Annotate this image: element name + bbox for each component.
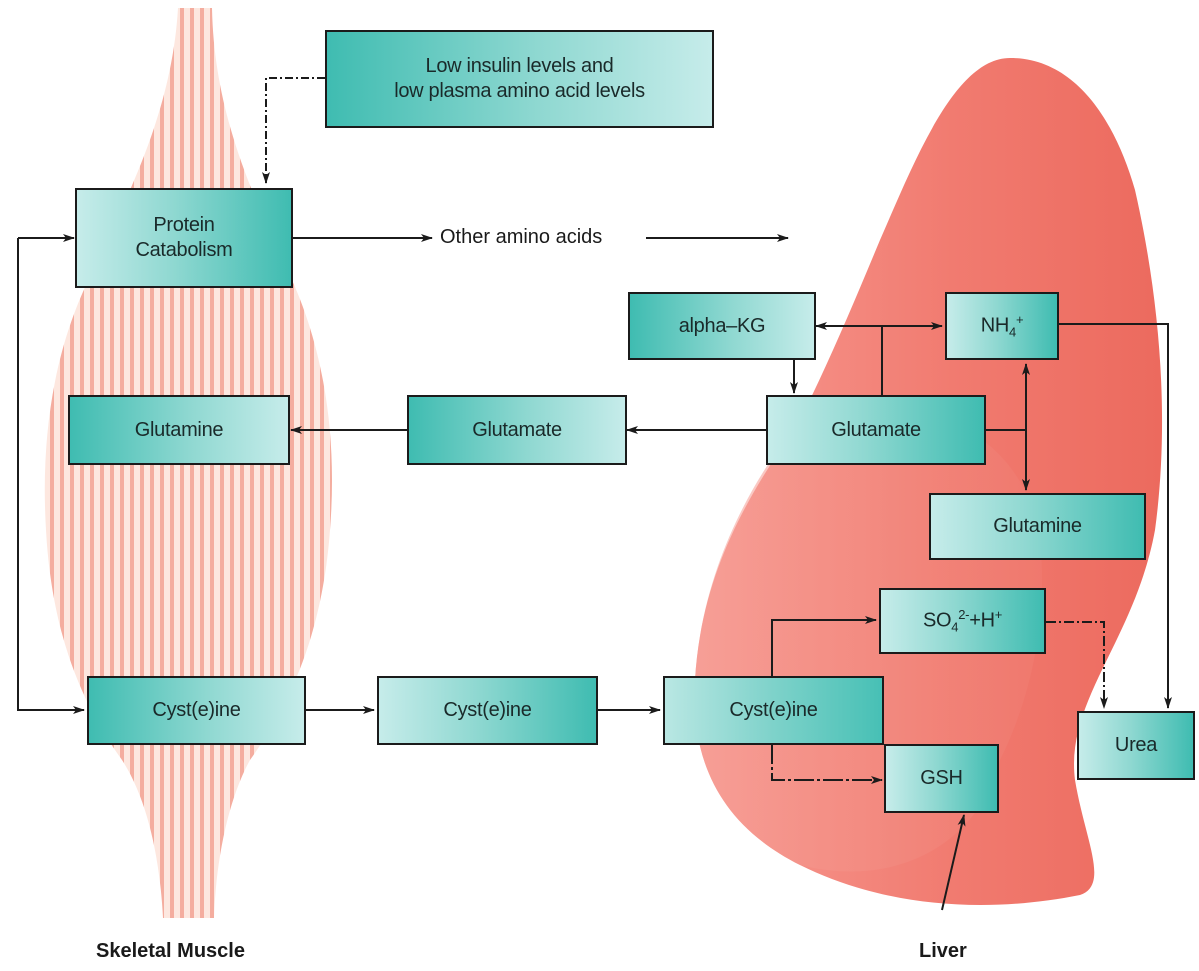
alpha-kg-box: alpha–KG bbox=[628, 292, 816, 360]
protein-catabolism-line1: Protein bbox=[135, 213, 232, 238]
gsh-box: GSH bbox=[884, 744, 999, 813]
sulfate-sup2: + bbox=[995, 607, 1002, 622]
other-amino-acids-label: Other amino acids bbox=[436, 226, 606, 249]
liver-glutamate-label: Glutamate bbox=[831, 418, 921, 443]
liver-glutamine-box: Glutamine bbox=[929, 493, 1146, 560]
signal-box: Low insulin levels and low plasma amino … bbox=[325, 30, 714, 128]
muscle-cysteine-box: Cyst(e)ine bbox=[87, 676, 306, 745]
muscle-glutamine-label: Glutamine bbox=[135, 418, 223, 443]
sulfate-box: SO42-+H+ bbox=[879, 588, 1046, 654]
sulfate-base: SO bbox=[923, 609, 951, 631]
signal-line1: Low insulin levels and bbox=[394, 54, 645, 79]
nh4-box: NH4+ bbox=[945, 292, 1059, 360]
blood-glutamate-box: Glutamate bbox=[407, 395, 627, 465]
liver-cysteine-label: Cyst(e)ine bbox=[729, 698, 817, 723]
protein-catabolism-line2: Catabolism bbox=[135, 238, 232, 263]
nh4-sup: + bbox=[1016, 312, 1023, 327]
muscle-glutamine-box: Glutamine bbox=[68, 395, 290, 465]
liver-cysteine-box: Cyst(e)ine bbox=[663, 676, 884, 745]
urea-box: Urea bbox=[1077, 711, 1195, 780]
gsh-label: GSH bbox=[920, 766, 962, 791]
liver-glutamine-label: Glutamine bbox=[993, 514, 1081, 539]
arrow-signal-to-catabolism bbox=[266, 78, 325, 183]
sulfate-sup: 2- bbox=[958, 607, 969, 622]
blood-cysteine-label: Cyst(e)ine bbox=[443, 698, 531, 723]
urea-label: Urea bbox=[1115, 733, 1157, 758]
protein-catabolism-box: Protein Catabolism bbox=[75, 188, 293, 288]
skeletal-muscle-label: Skeletal Muscle bbox=[96, 940, 245, 963]
sulfate-rest: +H bbox=[969, 609, 995, 631]
nh4-base: NH bbox=[981, 314, 1009, 336]
nh4-sub: 4 bbox=[1009, 324, 1016, 339]
sulfate-label: SO42-+H+ bbox=[923, 607, 1002, 636]
blood-glutamate-label: Glutamate bbox=[472, 418, 562, 443]
liver-label: Liver bbox=[919, 940, 967, 963]
signal-line2: low plasma amino acid levels bbox=[394, 79, 645, 104]
blood-cysteine-box: Cyst(e)ine bbox=[377, 676, 598, 745]
muscle-cysteine-label: Cyst(e)ine bbox=[152, 698, 240, 723]
alpha-kg-label: alpha–KG bbox=[679, 314, 766, 339]
nh4-label: NH4+ bbox=[981, 312, 1024, 341]
liver-glutamate-box: Glutamate bbox=[766, 395, 986, 465]
